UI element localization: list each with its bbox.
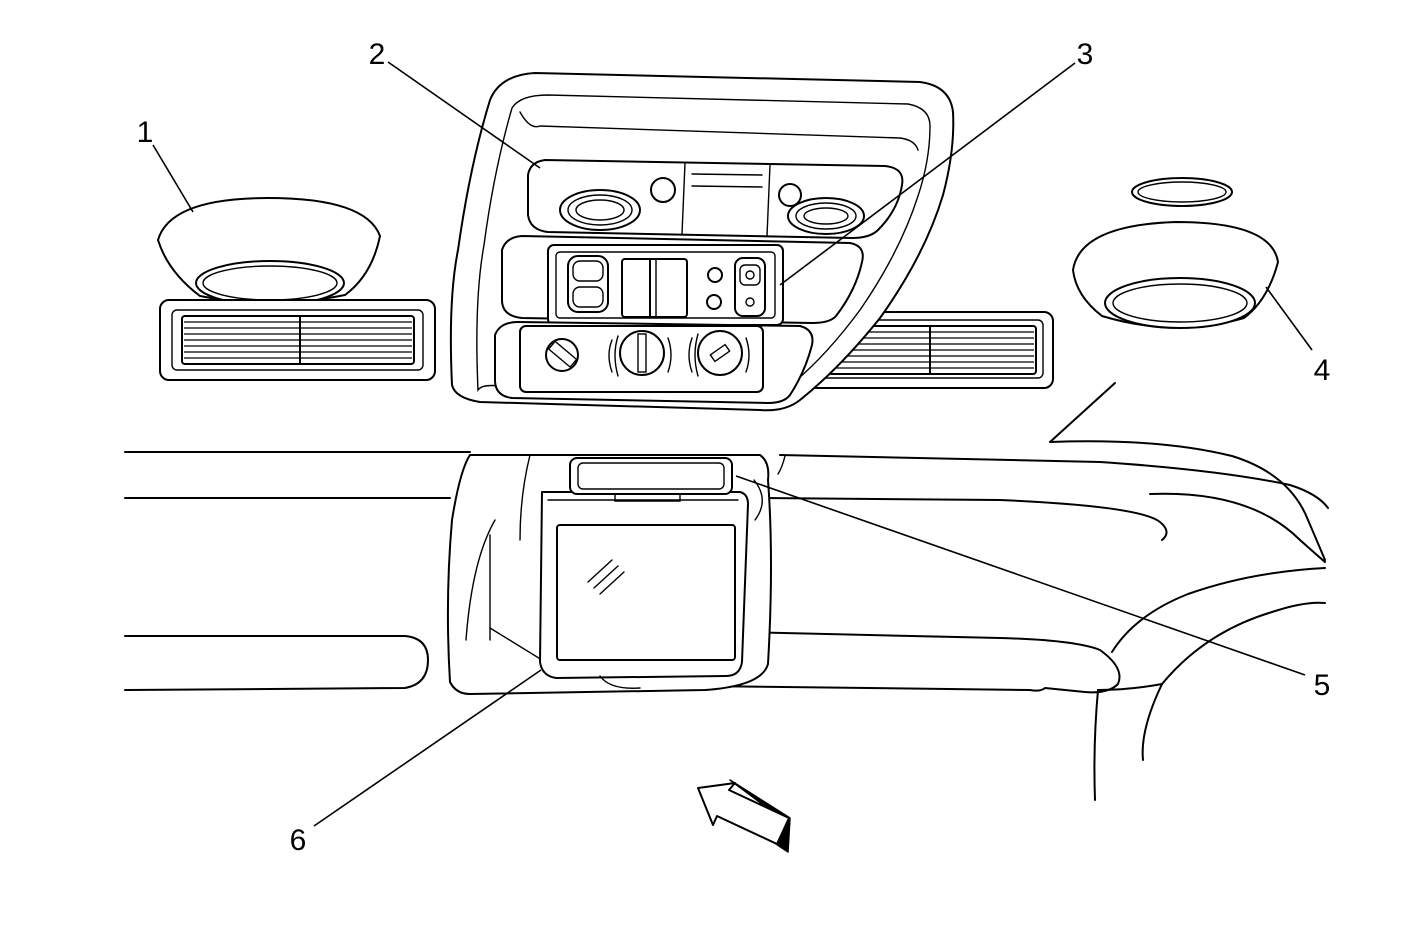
left-air-vent <box>159 299 436 381</box>
video-screen <box>539 491 749 689</box>
switch-panel <box>501 235 864 326</box>
left-dome-lamp <box>157 197 381 306</box>
climate-knob-panel <box>494 321 814 404</box>
callout-4-leader <box>1265 286 1313 351</box>
callout-1-leader <box>152 144 194 213</box>
callout-4-label: 4 <box>1314 354 1331 387</box>
callout-leaders <box>152 61 1313 827</box>
callout-6-leader <box>313 669 542 827</box>
callout-6-label: 6 <box>290 824 307 857</box>
callout-labels: 1 2 3 4 5 6 <box>137 38 1331 857</box>
callout-3-leader <box>779 62 1076 286</box>
right-dome-lamp <box>1072 177 1279 329</box>
screen-latch <box>569 457 733 502</box>
arrow-icon <box>697 779 791 853</box>
callout-5-label: 5 <box>1314 669 1331 702</box>
headliner <box>124 382 1329 801</box>
callout-2-leader <box>387 61 541 169</box>
callout-3-label: 3 <box>1077 38 1094 71</box>
callout-2-label: 2 <box>369 38 386 71</box>
callout-1-label: 1 <box>137 116 154 149</box>
callout-5-leader <box>735 475 1306 676</box>
reading-lamp-module <box>527 159 904 239</box>
